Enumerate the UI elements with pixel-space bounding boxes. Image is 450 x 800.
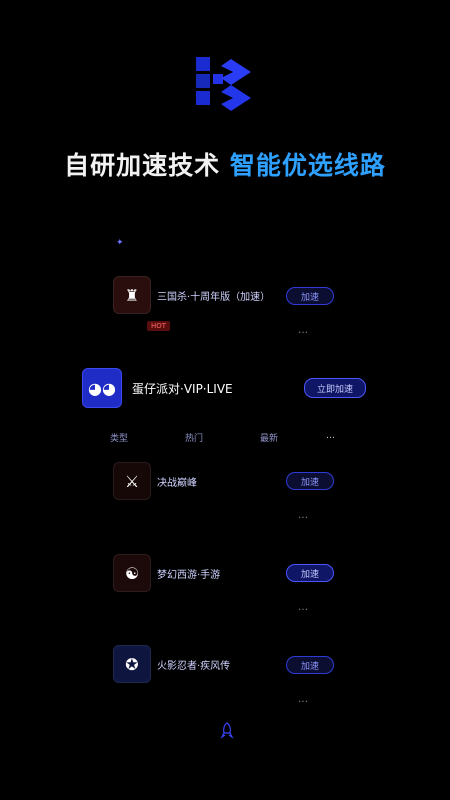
featured-game-card[interactable]: ◕◕ 蛋仔派对·VIP·LIVE 立即加速 (82, 366, 368, 410)
game-icon-3: ⚔ (113, 462, 151, 500)
tab-new[interactable]: 最新 (260, 434, 279, 444)
featured-game-icon: ◕◕ (82, 368, 122, 408)
sparkle-icon: ✦ (116, 238, 124, 248)
accelerate-button-3[interactable]: 加速 (286, 472, 334, 490)
game-title-5: 火影忍者·疾风传 (157, 660, 231, 672)
game-card-1[interactable]: ♜ 三国杀·十周年版（加速） (113, 273, 343, 317)
game-title-4: 梦幻西游·手游 (157, 569, 221, 581)
app-logo-icon (196, 57, 251, 111)
accelerate-button-4[interactable]: 加速 (286, 564, 334, 582)
tab-type[interactable]: 类型 (110, 434, 129, 444)
game-title-1: 三国杀·十周年版（加速） (157, 291, 271, 303)
rocket-icon-glyph (220, 722, 234, 739)
rocket-icon (218, 722, 236, 740)
hot-badge: HOT (147, 321, 171, 331)
game-icon-4: ☯ (113, 554, 151, 592)
featured-game-title: 蛋仔派对·VIP·LIVE (132, 381, 233, 396)
accelerate-button-5[interactable]: 加速 (286, 656, 334, 674)
more-button-5[interactable]: … (298, 694, 309, 705)
game-card-4[interactable]: ☯ 梦幻西游·手游 (113, 551, 283, 595)
accelerate-button-1[interactable]: 加速 (286, 287, 334, 305)
game-card-5[interactable]: ✪ 火影忍者·疾风传 (113, 642, 283, 686)
more-button-4[interactable]: … (298, 602, 309, 613)
featured-game-row: ◕◕ 蛋仔派对·VIP·LIVE (82, 366, 302, 410)
featured-accelerate-button[interactable]: 立即加速 (304, 378, 366, 398)
tab-hot[interactable]: 热门 (185, 434, 204, 444)
category-tabs: 类型 热门 最新 … (110, 431, 350, 445)
headline-accent: 智能优选线路 (229, 151, 386, 180)
more-button-3[interactable]: … (298, 510, 309, 521)
more-button-1[interactable]: … (298, 325, 309, 336)
app-logo (193, 54, 257, 116)
game-icon-1: ♜ (113, 276, 151, 314)
headline: 自研加速技术 智能优选线路 (0, 146, 450, 182)
game-card-3[interactable]: ⚔ 决战巅峰 (113, 459, 283, 503)
tab-more[interactable]: … (326, 431, 335, 441)
game-title-3: 决战巅峰 (157, 477, 197, 489)
headline-primary: 自研加速技术 (64, 151, 221, 180)
game-icon-5: ✪ (113, 645, 151, 683)
